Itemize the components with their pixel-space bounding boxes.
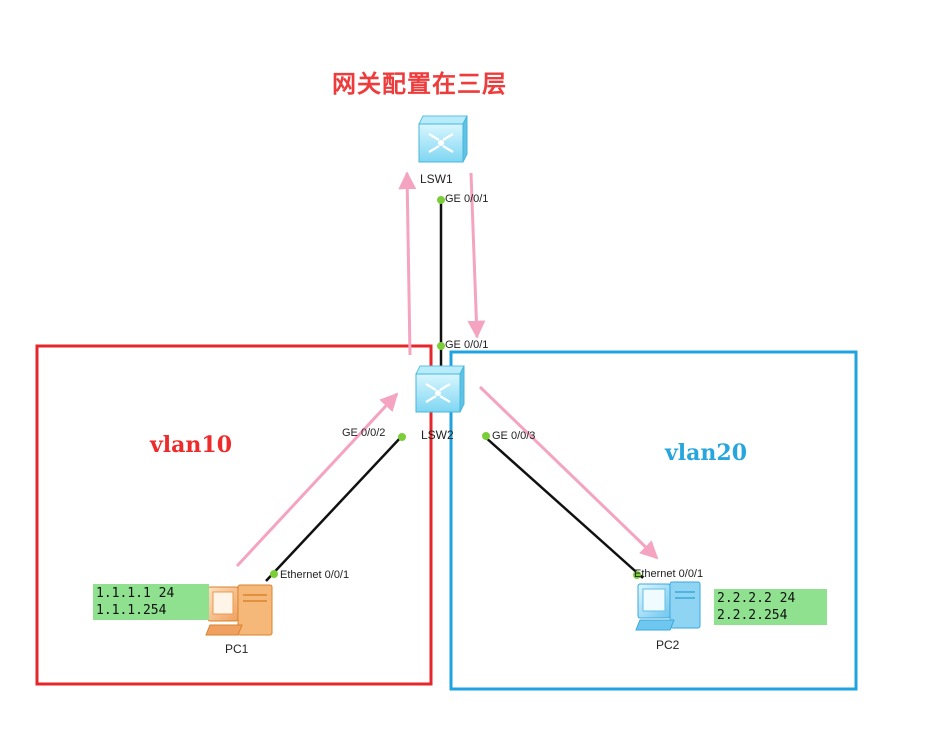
vlan10-boundary [35,344,433,686]
port-label-lsw2-ge003: GE 0/0/3 [492,430,536,442]
pc1-label: PC1 [225,642,249,656]
pc2-ip-config: 2.2.2.2 24 2.2.2.254 [714,589,827,625]
flow-arrow-pc1-to-lsw2 [235,392,399,568]
flow-arrow-lsw1-to-lsw2 [467,172,486,339]
pc1-ip-config: 1.1.1.1 24 1.1.1.254 [93,584,209,620]
port-dot-pc1 [270,570,278,578]
vlan10-label: vlan10 [150,432,233,458]
port-label-lsw2-ge001: GE 0/0/1 [445,339,489,351]
port-label-pc2-eth: Ethernet 0/0/1 [634,568,704,580]
port-label-lsw2-ge002: GE 0/0/2 [342,427,386,439]
pc2-gateway: 2.2.2.254 [717,608,788,623]
port-dot-lsw2-left [398,433,406,441]
port-label-lsw1-ge001: GE 0/0/1 [445,193,489,205]
vlan20-boundary [449,350,858,691]
diagram-title: 网关配置在三层 [332,69,507,98]
port-dot-lsw2-up [437,342,445,350]
pc1-gateway: 1.1.1.254 [96,603,167,618]
lsw2-label: LSW2 [421,428,454,442]
link-lsw2-pc1 [265,435,403,582]
port-dot-lsw1 [437,196,445,204]
pc-icon[interactable] [635,581,701,631]
link-lsw2-pc2 [483,435,644,579]
pc2-label: PC2 [656,638,680,652]
port-label-pc1-eth: Ethernet 0/0/1 [280,569,350,581]
port-dot-lsw2-right [482,432,490,440]
vlan20-label: vlan20 [665,440,748,466]
switch-icon[interactable] [418,115,468,163]
pc1-ip-address: 1.1.1.1 24 [96,586,175,601]
lsw1-label: LSW1 [420,172,453,186]
switch-icon[interactable] [415,365,465,413]
port-dot-pc2 [633,571,641,579]
flow-arrow-lsw2-to-lsw1 [398,171,417,356]
pc-icon[interactable] [205,584,273,636]
pc2-ip-address: 2.2.2.2 24 [717,591,796,606]
flow-arrow-lsw2-to-pc2 [478,385,659,560]
